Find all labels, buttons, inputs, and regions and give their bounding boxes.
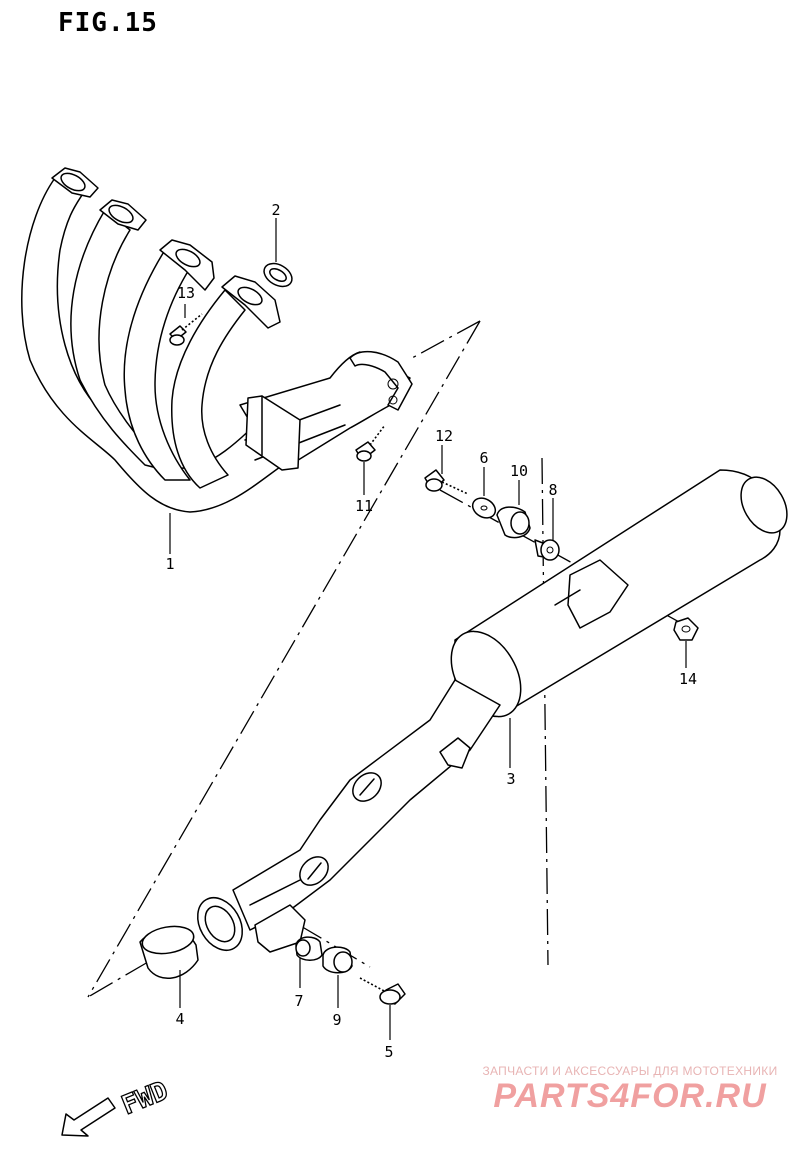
fwd-arrow-icon bbox=[61, 1097, 116, 1137]
watermark-brand: PARTS4FOR.RU bbox=[493, 1077, 767, 1115]
callout-labels: 1 2 3 4 5 6 7 8 9 10 11 12 13 14 bbox=[165, 201, 697, 1061]
callout-11: 11 bbox=[355, 497, 373, 515]
front-mount-hardware bbox=[295, 936, 406, 1005]
figure-title: FIG.15 bbox=[58, 8, 158, 38]
watermark: ЗАПЧАСТИ И АКСЕССУАРЫ ДЛЯ МОТОТЕХНИКИ PA… bbox=[482, 1064, 777, 1115]
callout-12: 12 bbox=[435, 427, 453, 445]
exhaust-header-pipes bbox=[21, 167, 413, 513]
fwd-label: FWD bbox=[118, 1076, 173, 1121]
callout-13: 13 bbox=[177, 284, 195, 302]
muffler-mount-hardware bbox=[424, 469, 699, 641]
callout-7: 7 bbox=[294, 992, 303, 1010]
collector-bolt bbox=[355, 424, 386, 462]
callout-10: 10 bbox=[510, 462, 528, 480]
connector-sleeve bbox=[139, 925, 199, 979]
callout-5: 5 bbox=[384, 1043, 393, 1061]
callout-leaders bbox=[169, 218, 687, 1040]
watermark-tagline: ЗАПЧАСТИ И АКСЕССУАРЫ ДЛЯ МОТОТЕХНИКИ bbox=[482, 1064, 777, 1078]
muffler bbox=[196, 469, 788, 953]
header-bolt bbox=[169, 313, 203, 346]
exhaust-gasket bbox=[263, 262, 293, 288]
callout-4: 4 bbox=[175, 1010, 184, 1028]
callout-8: 8 bbox=[548, 481, 557, 499]
callout-6: 6 bbox=[479, 449, 488, 467]
callout-14: 14 bbox=[679, 670, 697, 688]
callout-3: 3 bbox=[506, 770, 515, 788]
callout-9: 9 bbox=[332, 1011, 341, 1029]
callout-2: 2 bbox=[271, 201, 280, 219]
callout-1: 1 bbox=[165, 555, 174, 573]
